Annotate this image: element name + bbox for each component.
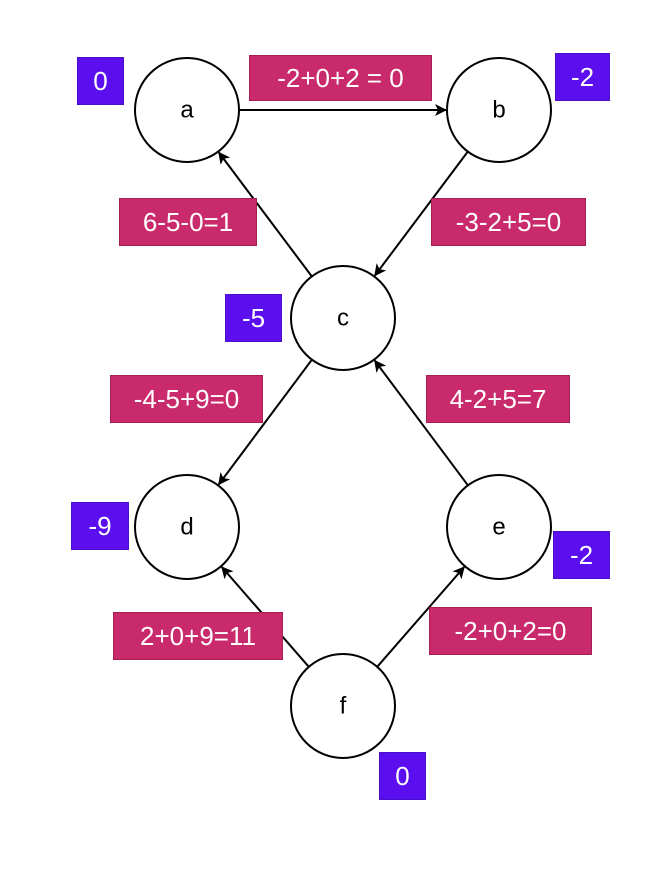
node-circle [290, 653, 396, 759]
node-label: d [180, 514, 193, 541]
edge-label-c-a: 6-5-0=1 [119, 198, 257, 246]
edge-label-text: -3-2+5=0 [455, 206, 562, 237]
edge-f-e [376, 566, 465, 668]
node-a: a [134, 57, 240, 163]
node-label: c [337, 305, 349, 332]
edge-label-text: 2+0+9=11 [140, 620, 256, 651]
edge-label-e-c: 4-2+5=7 [426, 375, 570, 423]
edge-c-a [218, 151, 313, 277]
edge-e-c [373, 359, 469, 486]
node-circle [446, 57, 552, 163]
node-circle [446, 474, 552, 580]
potential-text: 0 [93, 65, 108, 96]
node-circle [134, 57, 240, 163]
edge-label-a-b: -2+0+2 = 0 [249, 55, 432, 101]
edge-label-text: 6-5-0=1 [142, 206, 234, 237]
node-label: a [180, 97, 194, 124]
node-label: b [492, 97, 505, 124]
node-e: e [446, 474, 552, 580]
potential-b: -2 [555, 53, 610, 101]
nodes-layer: a b c d e f [134, 57, 552, 759]
potential-e: -2 [553, 531, 610, 579]
node-circle [290, 265, 396, 371]
node-c: c [290, 265, 396, 371]
edge-label-c-d: -4-5+9=0 [110, 375, 263, 423]
edge-label-text: 4-2+5=7 [449, 383, 547, 414]
potential-a: 0 [77, 57, 124, 105]
potential-d: -9 [71, 502, 129, 550]
node-b: b [446, 57, 552, 163]
edge-label-text: -2+0+2 = 0 [277, 62, 404, 93]
edge-label-b-c: -3-2+5=0 [431, 198, 586, 246]
edge-b-c [373, 151, 469, 277]
node-label: e [492, 514, 505, 541]
node-label: f [340, 693, 347, 720]
potential-f: 0 [379, 752, 426, 800]
potential-text: -5 [241, 302, 266, 333]
potential-text: -2 [570, 61, 595, 92]
edge-label-text: -2+0+2=0 [454, 615, 567, 646]
node-circle [134, 474, 240, 580]
potential-text: -2 [569, 539, 594, 570]
potential-c: -5 [225, 294, 282, 342]
edge-label-text: -4-5+9=0 [133, 383, 240, 414]
edge-c-d [217, 359, 313, 486]
potential-text: 0 [395, 760, 410, 791]
node-d: d [134, 474, 240, 580]
edge-label-f-d: 2+0+9=11 [113, 612, 283, 660]
edge-label-f-e: -2+0+2=0 [429, 607, 592, 655]
node-f: f [290, 653, 396, 759]
potential-text: -9 [88, 510, 112, 541]
